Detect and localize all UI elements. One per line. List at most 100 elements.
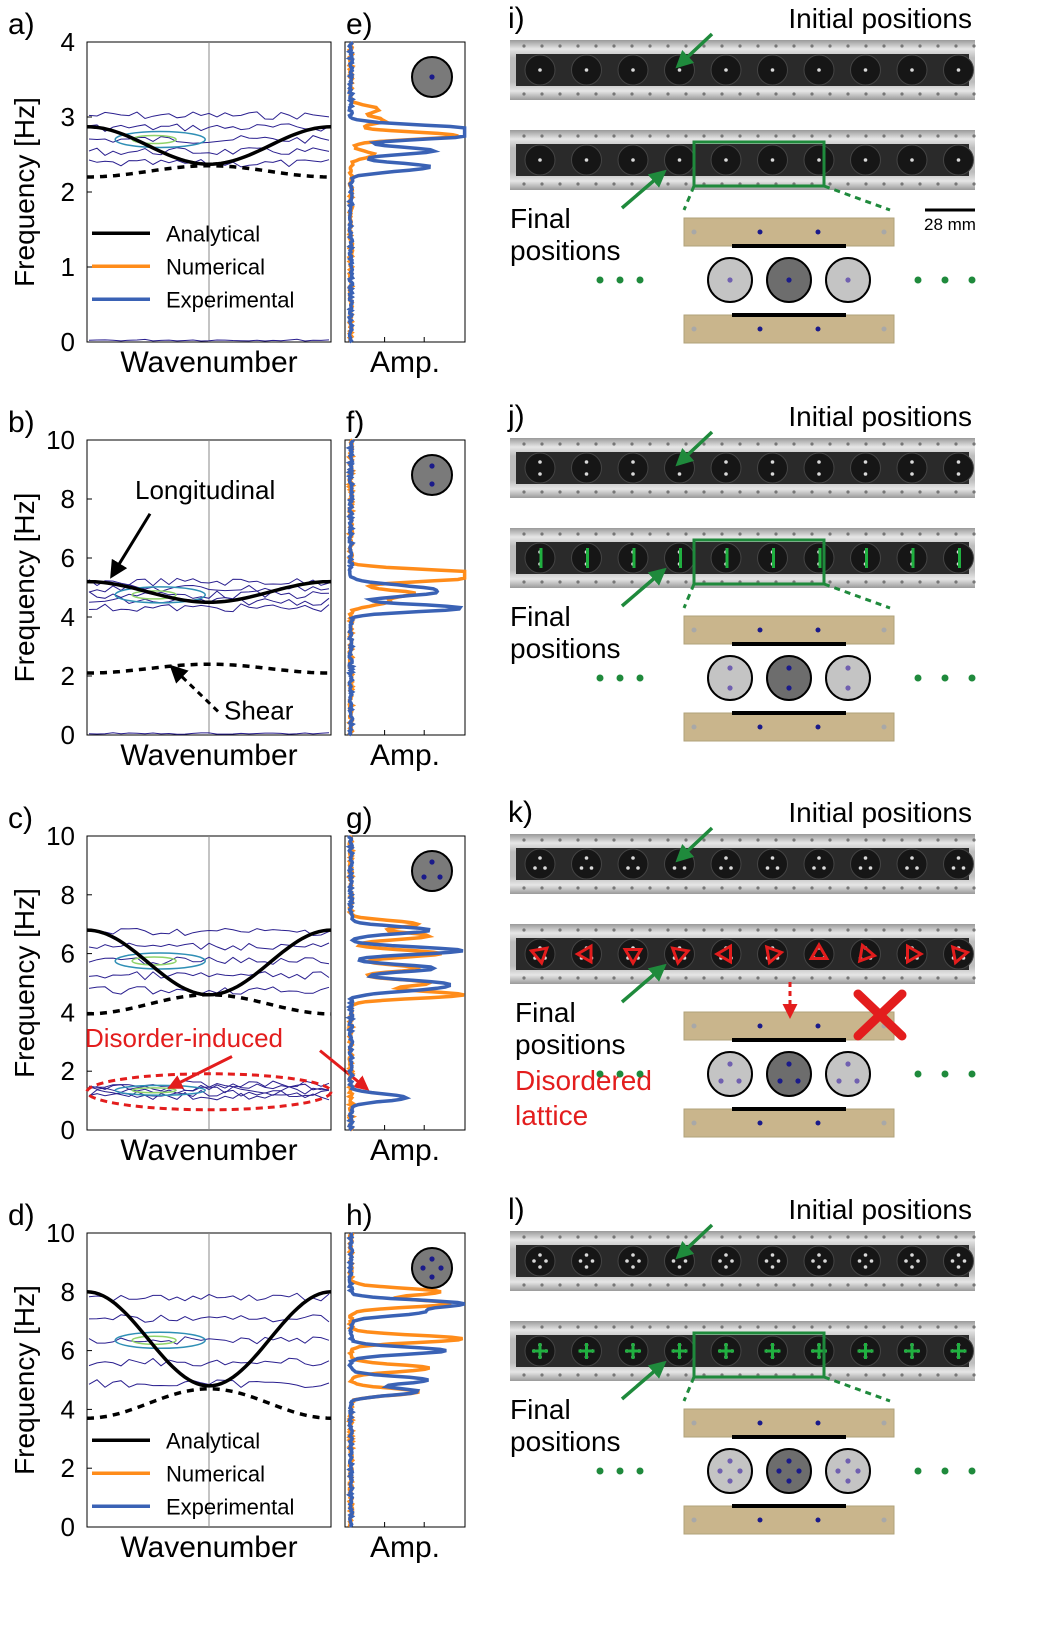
particle-marker-dot (729, 866, 733, 870)
particle-marker-dot (533, 866, 537, 870)
rail-screw (864, 490, 868, 494)
particle (524, 1245, 556, 1277)
rail-screw (864, 886, 868, 890)
particle-marker-dot (532, 1259, 536, 1263)
rail-screw (648, 532, 652, 536)
rail-screw (900, 976, 904, 980)
ellipsis-dot (914, 276, 922, 284)
particle-marker-dot (584, 1265, 589, 1269)
rail-screw (540, 886, 544, 890)
particle-marker-dot (677, 68, 682, 72)
rail-screw (828, 182, 832, 186)
particle (664, 452, 695, 484)
particle-marker-dot (764, 1259, 769, 1263)
plate-dot (815, 1517, 821, 1523)
mode-dot (429, 463, 435, 469)
particle-marker-dot (538, 856, 542, 860)
experimental-contour-line (88, 147, 330, 157)
particle-marker-dot (578, 1259, 583, 1263)
rail-screw (738, 838, 742, 842)
y-tick-label: 10 (46, 425, 75, 455)
spectrum-x-label: Amp. (370, 1134, 440, 1167)
spectrum-line-experimental (345, 1232, 466, 1528)
particle (850, 452, 881, 484)
particle-marker-dot (770, 158, 775, 162)
rail-screw (972, 44, 976, 48)
experimental-contour-peak-inner (131, 590, 177, 600)
rail-screw (918, 532, 922, 536)
rail-screw (864, 1283, 868, 1287)
rail-screw (774, 92, 778, 96)
rail-screw (720, 490, 724, 494)
experimental-contour-line (88, 1292, 330, 1302)
experimental-contour-line (88, 590, 330, 600)
particle-marker-dot (910, 460, 914, 464)
x-axis-label: Wavenumber (120, 1134, 297, 1167)
particle-marker-dot (817, 68, 821, 72)
y-tick-label: 8 (61, 880, 75, 910)
y-tick-label: 0 (61, 327, 75, 357)
base-plate (683, 1108, 895, 1138)
final-label: Final (510, 601, 571, 632)
particle (803, 452, 835, 484)
rail-screw (864, 182, 868, 186)
ellipsis-dot (636, 674, 644, 682)
initial-positions-label: Initial positions (788, 3, 972, 34)
rail-screw (738, 1235, 742, 1239)
rail-screw (882, 928, 886, 932)
schematic-particle (766, 655, 812, 701)
rail-screw (684, 92, 688, 96)
rail-screw (954, 1235, 958, 1239)
rail-screw (558, 1283, 562, 1287)
experimental-contour-peak-inner (131, 1087, 177, 1094)
particle-marker-dot (543, 866, 547, 870)
particle-marker-dot (817, 460, 821, 464)
rail-screw (918, 1283, 922, 1287)
rail-screw (594, 532, 598, 536)
plate-dot (815, 627, 821, 633)
rail-screw (792, 886, 796, 890)
base-plate (683, 314, 895, 344)
schematic-dot (717, 1468, 723, 1474)
panel-letter-c: c) (8, 802, 33, 835)
particle-marker-dot (956, 158, 961, 162)
rail-screw (558, 1373, 562, 1377)
rail-screw (810, 886, 814, 890)
rail-screw (918, 580, 922, 584)
particle (803, 848, 835, 880)
particle-marker-dot (724, 856, 728, 860)
base-plate (683, 1505, 895, 1535)
rail-screw (774, 1283, 778, 1287)
rail-screw (522, 1325, 526, 1329)
panel-letter: l) (508, 1193, 525, 1226)
analytical-curve-solid (86, 1290, 332, 1388)
rail-screw (972, 1373, 976, 1377)
y-tick-label: 3 (61, 102, 75, 132)
rail-screw (522, 44, 526, 48)
particle-marker-dot (905, 866, 909, 870)
plate-screw (881, 326, 887, 332)
rail-screw (702, 1283, 706, 1287)
rail-screw (756, 532, 760, 536)
particle-marker-dot (869, 1259, 874, 1263)
particle-marker-dot (631, 1253, 635, 1257)
rail-screw (900, 44, 904, 48)
experimental-contour-line (88, 732, 330, 735)
plate-screw (691, 1420, 697, 1426)
rail-screw (522, 1235, 526, 1239)
rail-screw (792, 532, 796, 536)
plate-dot (757, 1517, 763, 1523)
final-arrow (620, 963, 667, 1004)
plate-dot (815, 1120, 821, 1126)
experimental-contour-peak (114, 1331, 206, 1350)
rail-screw (630, 442, 634, 446)
rail-screw (756, 1235, 760, 1239)
final-strip (510, 130, 976, 190)
plate-dot (815, 724, 821, 730)
rail-screw (828, 886, 832, 890)
rail-screw (774, 886, 778, 890)
rail-screw (612, 532, 616, 536)
experimental-contour-line (88, 603, 330, 613)
rail-screw (576, 532, 580, 536)
